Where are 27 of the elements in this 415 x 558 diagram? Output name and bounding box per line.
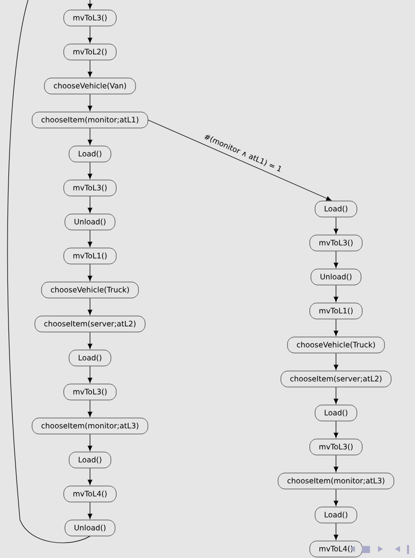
arrow — [334, 284, 338, 302]
arrow — [88, 94, 92, 111]
arrow — [88, 468, 92, 485]
arrow — [88, 264, 92, 281]
arrow — [88, 400, 92, 417]
arrow — [334, 352, 338, 370]
arrow — [88, 196, 92, 213]
arrow — [88, 230, 92, 247]
arrow — [334, 522, 338, 540]
arrow — [88, 162, 92, 179]
arrow — [88, 366, 92, 383]
arrow — [148, 120, 332, 201]
arrow — [88, 60, 92, 77]
arrow — [334, 318, 338, 336]
arrow — [88, 26, 92, 43]
arrow — [334, 488, 338, 506]
arrow — [88, 0, 92, 9]
arrow — [334, 216, 338, 234]
arrow — [88, 332, 92, 349]
arrow — [334, 454, 338, 472]
arrow — [88, 298, 92, 315]
arrow — [334, 420, 338, 438]
arrow — [88, 502, 92, 519]
arrow — [334, 386, 338, 404]
arrow — [88, 128, 92, 145]
arrow — [334, 250, 338, 268]
arrow — [88, 434, 92, 451]
